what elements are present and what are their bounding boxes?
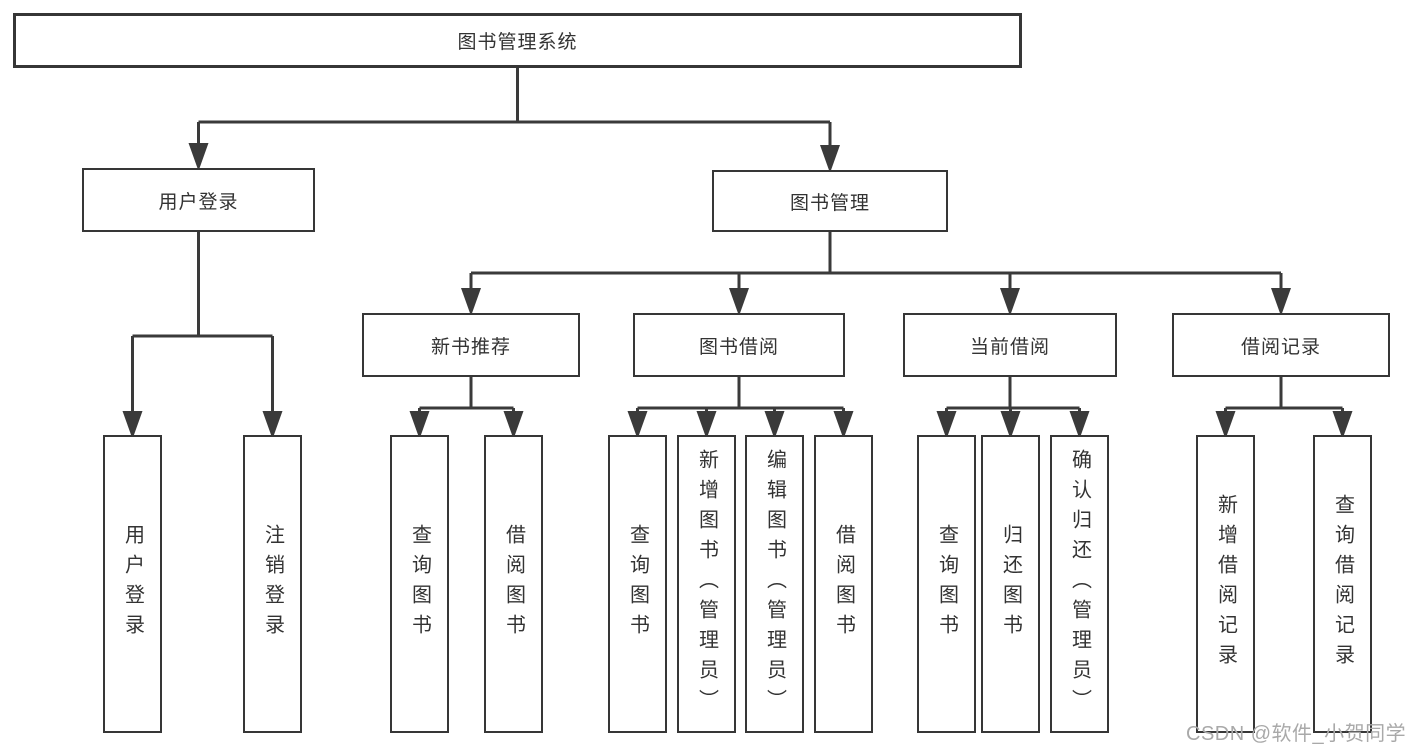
node-root-system: 图书管理系统 bbox=[13, 13, 1022, 68]
node-label: 用户登录 bbox=[158, 191, 239, 213]
node-label: 新书推荐 bbox=[430, 336, 511, 358]
node-label: 借阅图书 bbox=[502, 524, 525, 644]
connector-book-management-to-level3 bbox=[469, 232, 1283, 293]
node-label: 归还图书 bbox=[999, 524, 1022, 644]
node-label: 查询图书 bbox=[935, 524, 958, 644]
node-borrowing-records: 借阅记录 bbox=[1172, 313, 1390, 377]
node-label: 查询图书 bbox=[408, 524, 431, 644]
node-book-management: 图书管理 bbox=[712, 170, 948, 232]
connector-borrowing-records-to-leaves bbox=[1224, 377, 1344, 416]
leaf-query-borrow-record: 查询借阅记录 bbox=[1313, 435, 1372, 733]
node-current-borrowing: 当前借阅 bbox=[903, 313, 1117, 377]
node-label: 确认归还（管理员） bbox=[1068, 449, 1091, 719]
node-label: 图书管理 bbox=[789, 192, 870, 214]
node-label: 新增图书（管理员） bbox=[695, 449, 718, 719]
node-book-borrowing: 图书借阅 bbox=[633, 313, 845, 377]
leaf-edit-books-admin: 编辑图书（管理员） bbox=[745, 435, 804, 733]
node-label: 查询借阅记录 bbox=[1331, 494, 1354, 674]
leaf-logout: 注销登录 bbox=[243, 435, 302, 733]
node-new-book-recommend: 新书推荐 bbox=[362, 313, 580, 377]
leaf-query-books-2: 查询图书 bbox=[608, 435, 667, 733]
node-label: 借阅图书 bbox=[832, 524, 855, 644]
connector-current-borrowing-to-leaves bbox=[945, 377, 1081, 416]
node-label: 用户登录 bbox=[121, 524, 144, 644]
leaf-user-login: 用户登录 bbox=[103, 435, 162, 733]
node-label: 借阅记录 bbox=[1240, 336, 1321, 358]
node-label: 图书管理系统 bbox=[457, 32, 578, 53]
node-label: 新增借阅记录 bbox=[1214, 494, 1237, 674]
node-label: 编辑图书（管理员） bbox=[763, 449, 786, 719]
node-label: 注销登录 bbox=[261, 524, 284, 644]
leaf-query-books-1: 查询图书 bbox=[390, 435, 449, 733]
leaf-return-books: 归还图书 bbox=[981, 435, 1040, 733]
connector-root-to-level2 bbox=[197, 68, 832, 150]
node-label: 查询图书 bbox=[626, 524, 649, 644]
leaf-confirm-return-admin: 确认归还（管理员） bbox=[1050, 435, 1109, 733]
node-label: 图书借阅 bbox=[698, 336, 779, 358]
connector-new-book-recommend-to-leaves bbox=[418, 377, 515, 416]
leaf-add-books-admin: 新增图书（管理员） bbox=[677, 435, 736, 733]
csdn-watermark: CSDN @软件_小贺同学 bbox=[1186, 723, 1405, 745]
leaf-borrow-books-2: 借阅图书 bbox=[814, 435, 873, 733]
leaf-query-books-3: 查询图书 bbox=[917, 435, 976, 733]
node-user-login: 用户登录 bbox=[82, 168, 315, 232]
leaf-add-borrow-record: 新增借阅记录 bbox=[1196, 435, 1255, 733]
connector-user-login-to-leaves bbox=[131, 232, 274, 416]
connector-book-borrowing-to-leaves bbox=[636, 377, 845, 416]
leaf-borrow-books-1: 借阅图书 bbox=[484, 435, 543, 733]
node-label: 当前借阅 bbox=[969, 336, 1050, 358]
